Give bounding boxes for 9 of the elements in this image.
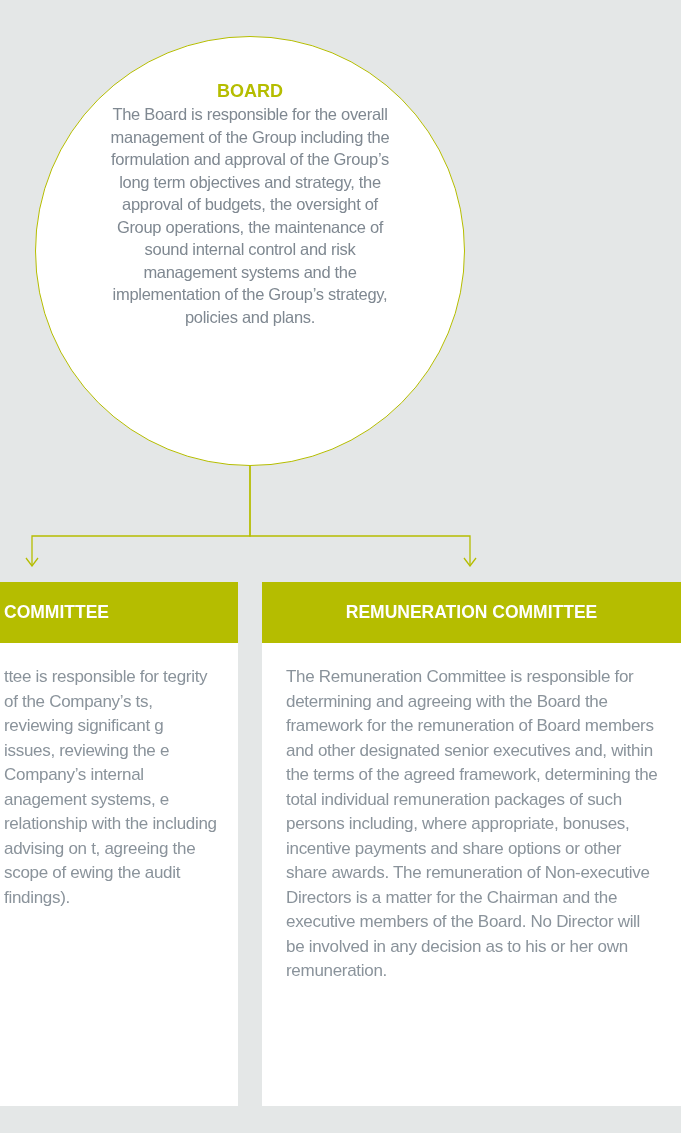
circle-description: The Board is responsible for the overall management of the Group including the formulation and approval of the Group’s long term objectives and strategy, the approval of budgets, the oversight of Group operations, the maintenance of sound internal control and risk management systems and the implementation of the Group’s strategy, policies and plans. (109, 104, 391, 328)
circle-heading: BOARD (217, 80, 283, 103)
card-heading: COMMITTEE (0, 582, 238, 643)
connector-arrow (249, 465, 477, 567)
card-heading: REMUNERATION COMMITTEE (262, 582, 681, 643)
committee-card (0, 582, 238, 1106)
card-description: ttee is responsible for tegrity of the Company’s ts, reviewing significant g issues, reviewing the e Company’s internal anagement systems, e relationship with the including advising on t, agreeing the scope of ewing the audit findings). (3, 666, 218, 909)
card-description: The Remuneration Committee is responsible for determining and agreeing with the Board the framework for the remuneration of Board members and other designated senior executives and, within the terms of the agreed framework, determining the total individual remuneration packages of such persons including, where appropriate, bonuses, incentive payments and share options or other share awards. The remuneration of Non-executive Directors is a matter for the Chairman and the executive members of the Board. No Director will be involved in any decision as to his or her own remuneration. (285, 666, 659, 982)
committee-card (262, 582, 681, 1106)
